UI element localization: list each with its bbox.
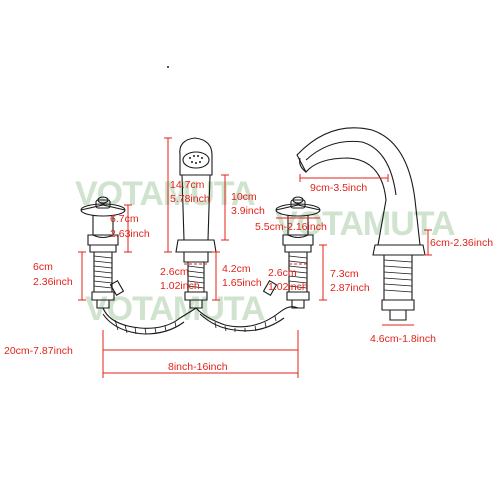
dim-spout-base-width: 4.6cm-1.8inch — [370, 333, 436, 345]
dim-shower-base-height-inch: 1.65inch — [222, 277, 262, 289]
dim-hose-length: 20cm-7.87inch — [4, 345, 73, 357]
dim-spout-reach: 9cm-3.5inch — [310, 182, 367, 194]
dim-shower-base-width-inch: 1.02inch — [160, 280, 200, 292]
dim-right-handle-height-cm: 7.3cm — [330, 268, 359, 280]
dim-right-handle-height-inch: 2.87inch — [330, 282, 370, 294]
watermark-top-left: VOTAMUTA — [75, 175, 255, 213]
left-handle — [80, 196, 126, 309]
dim-shower-head-inch: 3.9inch — [231, 205, 265, 217]
dim-shower-length-inch: 5.78inch — [170, 193, 210, 205]
dim-shower-base-height-cm: 4.2cm — [222, 263, 251, 275]
dim-shower-base-width-cm: 2.6cm — [160, 266, 189, 278]
dim-shower-length-cm: 14.7cm — [170, 179, 205, 191]
dim-right-shank-width-cm: 2.6cm — [268, 267, 297, 279]
dim-right-shank-width-inch: 1.02inch — [268, 281, 308, 293]
dim-left-base-inch: 2.36inch — [33, 276, 73, 288]
dimension-lines — [78, 137, 432, 378]
right-handle — [275, 196, 321, 309]
dim-left-handle-inch: 2.63inch — [110, 228, 150, 240]
stray-dot — [167, 66, 169, 68]
dim-shower-head-cm: 10cm — [231, 191, 257, 203]
spout — [296, 127, 426, 321]
dim-spread: 8inch-16inch — [168, 361, 228, 373]
dim-spout-height: 6cm-2.36inch — [430, 237, 493, 249]
dim-left-base-cm: 6cm — [33, 261, 53, 273]
hose-assembly — [102, 280, 299, 335]
dim-left-handle-cm: 6.7cm — [110, 213, 139, 225]
dim-right-handle-width: 5.5cm-2.16inch — [255, 221, 327, 233]
